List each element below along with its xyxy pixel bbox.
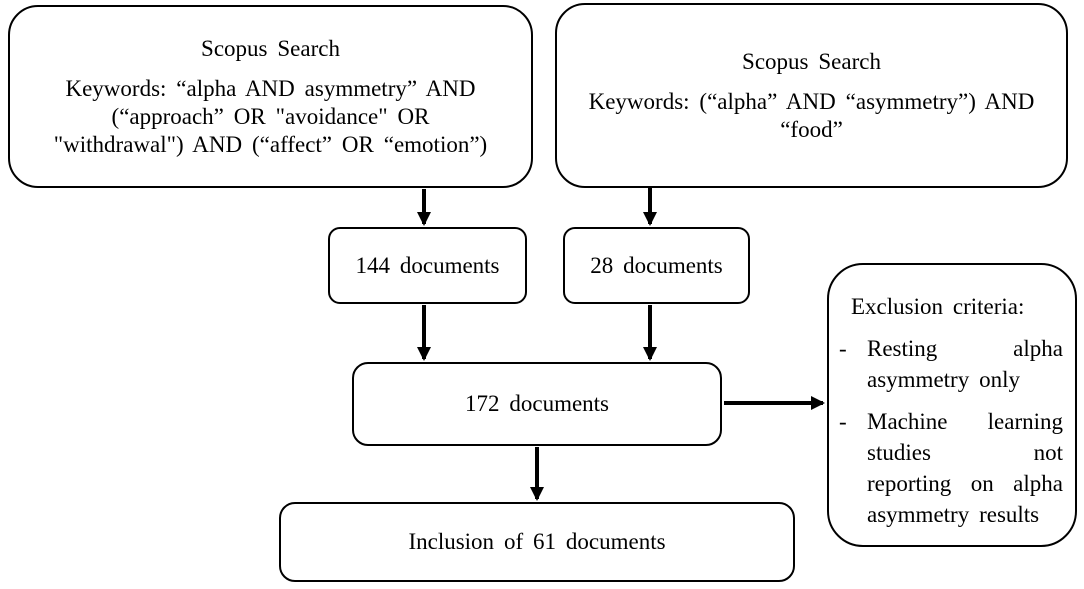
documents-172-label: 172 documents (464, 391, 610, 416)
exclusion-item-1-text: Resting alpha asymmetry only (867, 336, 1063, 392)
exclusion-item-1: - Resting alpha asymmetry only (839, 333, 1063, 395)
exclusion-criteria-box: Exclusion criteria: - Resting alpha asym… (827, 263, 1077, 547)
inclusion-label: Inclusion of 61 documents (408, 529, 666, 554)
search-box-1-title: Scopus Search (201, 35, 340, 61)
documents-172-box: 172 documents (352, 362, 722, 446)
search-box-2-keywords: Keywords: (“alpha” AND “asymmetry”) AND … (588, 88, 1035, 142)
search-box-scopus-1: Scopus Search Keywords: “alpha AND asymm… (8, 5, 533, 188)
documents-144-label: 144 documents (355, 252, 500, 278)
documents-144-box: 144 documents (328, 227, 527, 304)
exclusion-title: Exclusion criteria: (851, 294, 1025, 319)
search-box-scopus-2: Scopus Search Keywords: (“alpha” AND “as… (555, 3, 1068, 188)
documents-28-box: 28 documents (563, 227, 750, 304)
exclusion-item-2-text: Machine learning studies not reporting o… (867, 409, 1063, 527)
search-box-2-title: Scopus Search (742, 48, 881, 74)
exclusion-item-2: - Machine learning studies not reporting… (839, 406, 1063, 530)
bullet-dash: - (839, 336, 847, 361)
bullet-dash: - (839, 409, 847, 434)
inclusion-box: Inclusion of 61 documents (279, 502, 795, 582)
search-box-1-keywords: Keywords: “alpha AND asymmetry” AND (“ap… (53, 75, 488, 157)
documents-28-label: 28 documents (590, 252, 723, 278)
